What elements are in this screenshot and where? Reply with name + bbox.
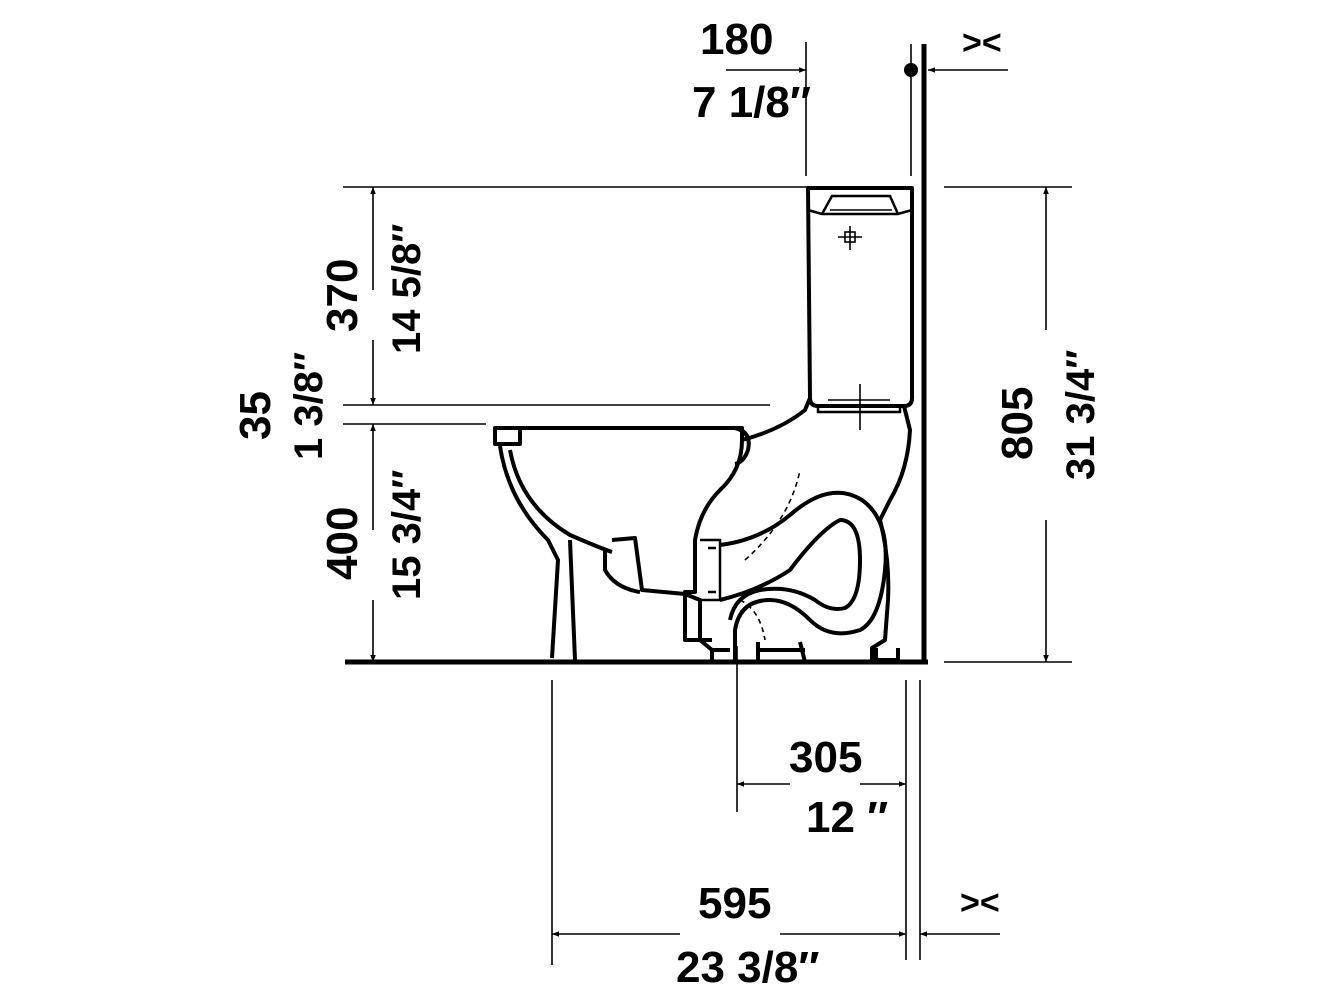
dim-bowl-height-mm: 400	[318, 507, 367, 580]
dim-total-depth-inch: 23 3/8″	[676, 943, 819, 992]
dim-bowl-height-inch: 15 3/4″	[385, 470, 429, 600]
dim-tank-offset-mm: 180	[700, 15, 773, 64]
dim-total-height-inch: 31 3/4″	[1059, 350, 1103, 480]
dim-total-depth-mm: 595	[698, 879, 771, 928]
dim-tank-offset-inch: 7 1/8″	[692, 78, 811, 127]
dim-rough-in-mm: 305	[789, 733, 862, 782]
flush-button-marker	[838, 226, 862, 250]
toilet-tank	[806, 186, 914, 430]
wall-gap-symbol-bottom: ><	[960, 884, 1000, 922]
dim-rough-in-inch: 12 ″	[806, 793, 888, 842]
dim-seat-gap-mm: 35	[231, 391, 280, 440]
dim-total-height-mm: 805	[993, 387, 1042, 460]
dim-tank-height-inch: 14 5/8″	[385, 224, 429, 354]
dim-tank-height-mm: 370	[318, 259, 367, 332]
toilet-bowl	[493, 397, 912, 663]
wall-gap-symbol-top: ><	[962, 24, 1002, 62]
wall-reference-dot	[904, 63, 918, 77]
dim-seat-gap-inch: 1 3/8″	[287, 352, 331, 460]
